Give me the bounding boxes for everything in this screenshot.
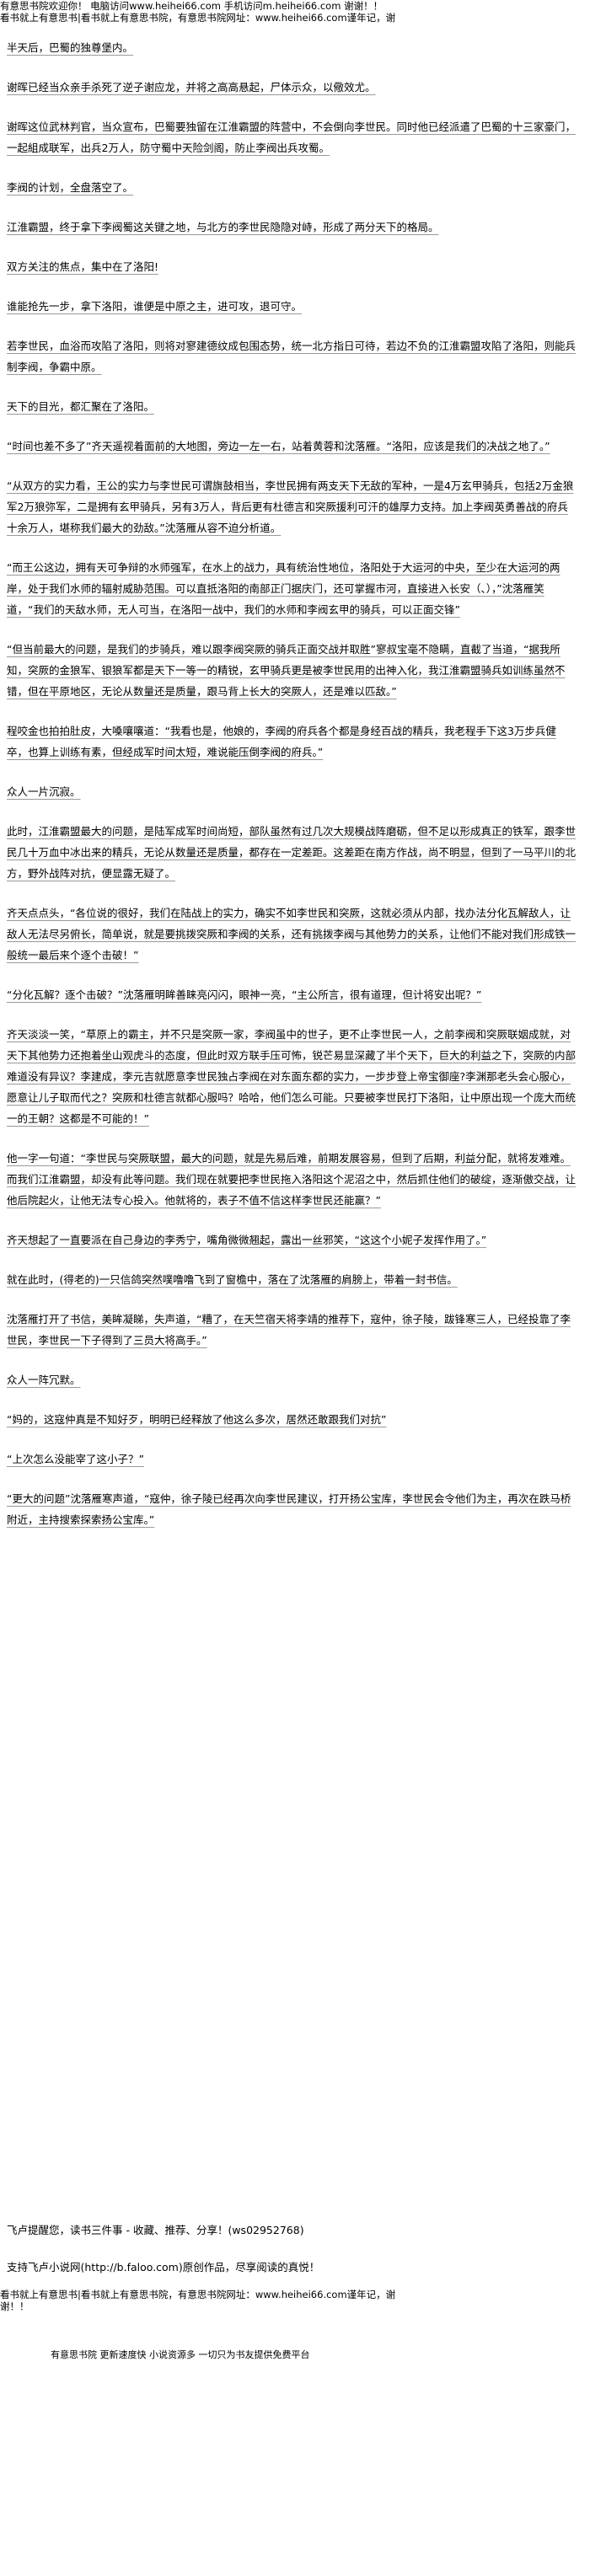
paragraph: 谢晖已经当众亲手杀死了逆子谢应龙，并将之高高悬起，尸体示众，以儆效尤。: [7, 81, 376, 94]
paragraph: “从双方的实力看，王公的实力与李世民可谓旗鼓相当，李世民拥有两支天下无敌的军种，…: [7, 479, 574, 534]
paragraph: “分化瓦解？逐个击破？”沈落雁明眸善睐亮闪闪，眼神一亮，“主公所言，很有道理，但…: [7, 988, 482, 1001]
paragraph: 江淮霸盟，终于拿下李阀蜀这关键之地，与北方的李世民隐隐对峙，形成了两分天下的格局…: [7, 221, 439, 233]
paragraph: 谢晖这位武林判官，当众宣布，巴蜀要独留在江淮霸盟的阵营中，不会倒向李世民。同时他…: [7, 120, 577, 154]
paragraph: “妈的，这寇仲真是不知好歹，明明已经释放了他这么多次，居然还敢跟我们对抗”: [7, 1413, 387, 1426]
paragraph: 众人一阵冗默。: [7, 1374, 81, 1386]
reading-prompt: 飞卢提醒您，读书三件事 - 收藏、推荐、分享！(ws02952768): [7, 2224, 304, 2236]
paragraph: 就在此时，(得老的)一只信鸽突然噗噜噜飞到了窗檐中，落在了沈落雁的肩膀上，带着一…: [7, 1273, 458, 1286]
support-link[interactable]: 支持飞卢小说网(http://b.faloo.com)原创作品，尽享阅读的真悦！: [7, 2261, 320, 2273]
paragraph: 他一字一句道：“李世民与突厥联盟，最大的问题，就是先易后难，前期发展容易，但到了…: [7, 1152, 577, 1207]
site-footer-line-2: 谢！！: [0, 2300, 30, 2312]
paragraph: 齐天淡淡一笑，“草原上的霸主，并不只是突厥一家，李阀虽中的世子，更不止李世民一人…: [7, 1028, 577, 1125]
paragraph: 李阀的计划，全盘落空了。: [7, 181, 134, 194]
paragraph: “更大的问题”沈落雁寒声道，“寇仲，徐子陵已经再次向李世民建议，打开扬公宝库，李…: [7, 1492, 571, 1526]
paragraph: “而王公这边，拥有天可争辩的水师强军，在水上的战力，具有统治性地位，洛阳处于大运…: [7, 561, 560, 616]
paragraph: “但当前最大的问题，是我们的步骑兵，难以跟李阀突厥的骑兵正面交战并取胜”寥叔宝毫…: [7, 643, 566, 698]
site-header-line-1: 有意思书院欢迎你！ 电脑访问www.heihei66.com 手机访问m.hei…: [0, 0, 384, 12]
paragraph: 谁能抢先一步，拿下洛阳，谁便是中原之主，进可攻，退可守。: [7, 300, 303, 313]
paragraph: 半天后，巴蜀的独尊堡内。: [7, 41, 134, 54]
paragraph: 天下的目光，都汇聚在了洛阳。: [7, 400, 155, 413]
paragraph: 齐天想起了一直要派在自己身边的李秀宁，嘴角微微翘起，露出一丝邪笑，“这这个小妮子…: [7, 1234, 487, 1246]
chapter-body: 半天后，巴蜀的独尊堡内。 谢晖已经当众亲手杀死了逆子谢应龙，并将之高高悬起，尸体…: [7, 37, 577, 1549]
paragraph: 此时，江淮霸盟最大的问题，是陆军成军时间尚短，部队虽然有过几次大规模战阵磨砺，但…: [7, 825, 577, 880]
paragraph: 程咬金也拍拍肚皮，大嗓嚷嚷道：“我看也是，他娘的，李阀的府兵各个都是身经百战的精…: [7, 725, 556, 758]
site-header-line-2: 看书就上有意思书|看书就上有意思书院，有意思书院网址：www.heihei66.…: [0, 12, 396, 24]
paragraph: “上次怎么没能宰了这小子？”: [7, 1453, 144, 1465]
site-header: 有意思书院欢迎你！ 电脑访问www.heihei66.com 手机访问m.hei…: [0, 0, 590, 24]
paragraph: “时间也差不多了”齐天遥视着面前的大地图，旁边一左一右，站着黄蓉和沈落雁。“洛阳…: [7, 440, 550, 453]
site-tagline: 有意思书院 更新速度快 小说资源多 一切只为书友提供免费平台: [51, 2349, 310, 2360]
paragraph: 双方关注的焦点，集中在了洛阳!: [7, 260, 159, 273]
paragraph: 众人一片沉寂。: [7, 785, 81, 798]
site-footer-line-1: 看书就上有意思书|看书就上有意思书院，有意思书院网址：www.heihei66.…: [0, 2289, 396, 2300]
paragraph: 若李世民，血浴而攻陷了洛阳，则将对寥建德纹成包围态势，统一北方指日可待，若边不负…: [7, 340, 577, 373]
paragraph: 齐天点点头，“各位说的很好，我们在陆战上的实力，确实不如李世民和突厥，这就必须从…: [7, 907, 577, 961]
paragraph: 沈落雁打开了书信，美眸凝睇，失声道，“糟了，在天竺宿天将李靖的推荐下，寇仲，徐子…: [7, 1313, 571, 1347]
